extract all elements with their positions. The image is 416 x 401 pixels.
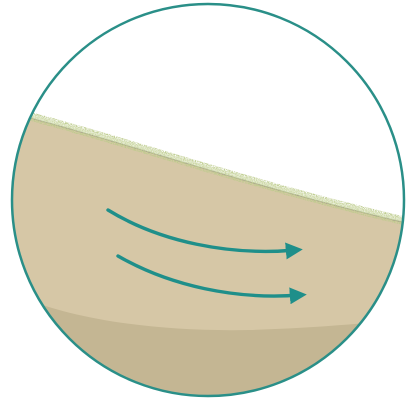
soil-diagram-svg [0,0,416,401]
soil-diagram [0,0,416,401]
